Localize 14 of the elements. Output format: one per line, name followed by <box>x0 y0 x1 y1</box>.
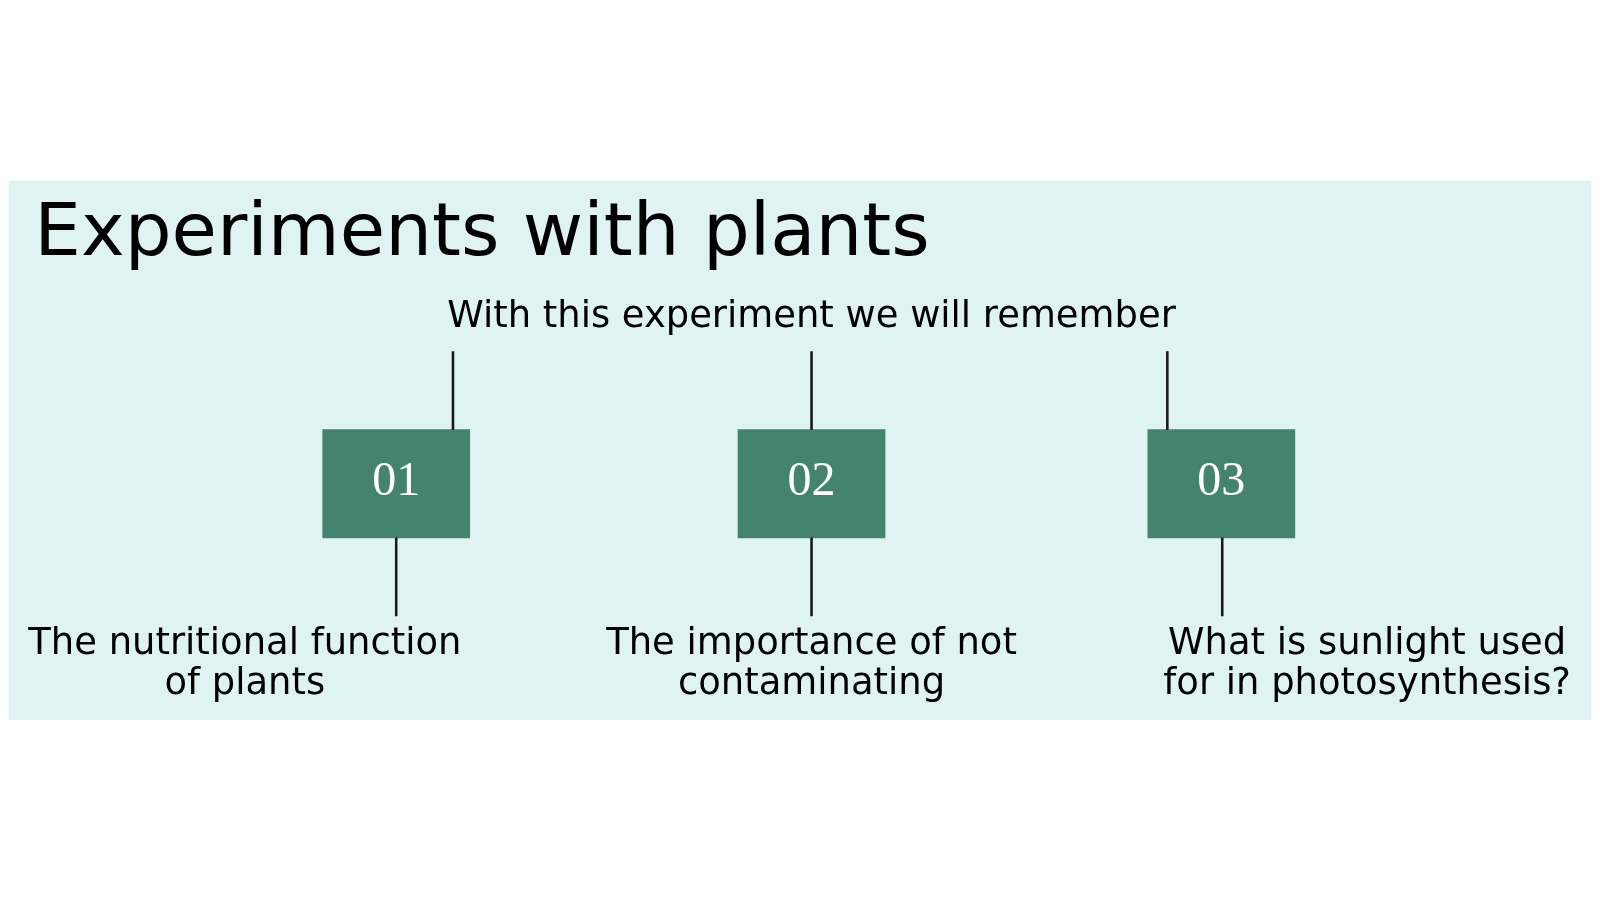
node-text: The nutritional function of plants <box>28 619 462 703</box>
node-text: With this experiment we will remember <box>447 292 1176 336</box>
connector <box>394 537 398 616</box>
connector <box>810 537 813 616</box>
node-text: The importance of not contaminating <box>606 619 1017 703</box>
connector <box>451 350 455 430</box>
connector <box>1166 350 1169 430</box>
connector <box>1220 537 1224 616</box>
node-box: 03 <box>1147 428 1296 538</box>
diagram-title: Experiments with plants <box>34 185 930 272</box>
node-box: 02 <box>737 428 886 538</box>
connector <box>810 350 813 430</box>
node-box: 01 <box>322 428 471 538</box>
node-text: What is sunlight used for in photosynthesis? <box>1163 619 1571 703</box>
